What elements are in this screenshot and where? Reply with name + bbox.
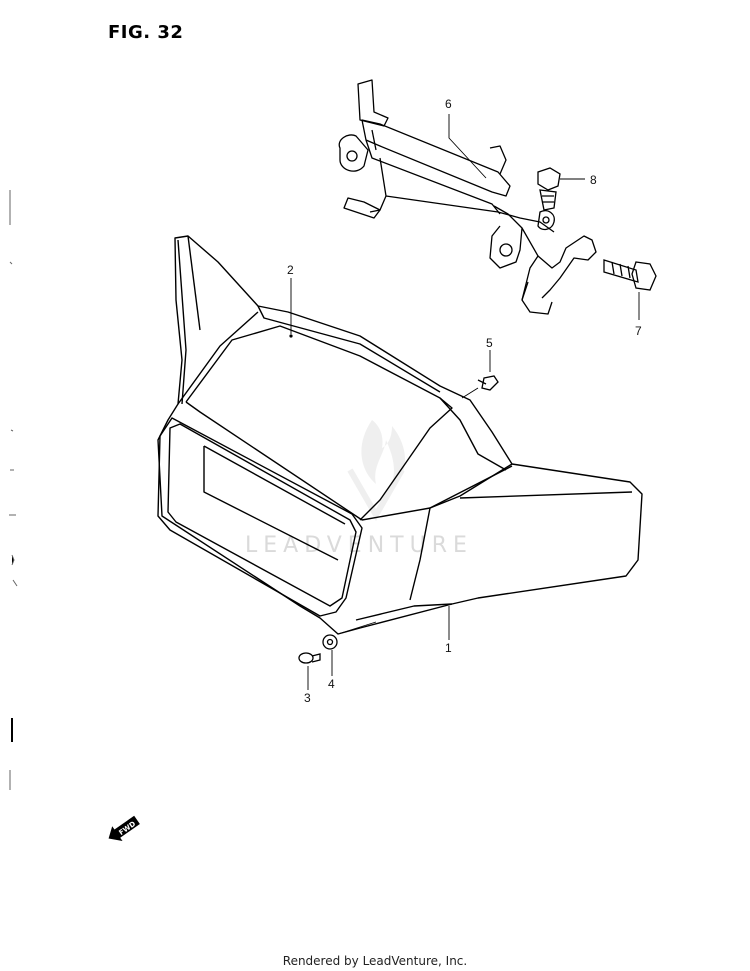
parts-diagram: LEADVENTURE [9, 79, 657, 842]
callout-8: 8 [590, 173, 597, 187]
callout-4: 4 [328, 677, 335, 691]
bolt-8 [537, 167, 561, 211]
callout-2: 2 [287, 263, 294, 277]
headlight-bracket [338, 79, 597, 315]
screw-5 [477, 375, 499, 391]
footer-credit: Rendered by LeadVenture, Inc. [282, 954, 468, 968]
callout-6: 6 [445, 97, 452, 111]
screw-3 [298, 652, 321, 664]
callout-5: 5 [486, 336, 493, 350]
part-2-marker [289, 334, 293, 338]
washer-4 [322, 634, 338, 650]
callout-3: 3 [304, 691, 311, 705]
fwd-arrow-icon: FWD [108, 815, 140, 842]
headlight-cowl [157, 235, 643, 635]
scan-margin-marks [9, 190, 18, 790]
bolt-7 [603, 259, 657, 291]
leader-lines [290, 114, 640, 690]
watermark-logo [347, 420, 406, 521]
figure-title: FIG. 32 [108, 22, 184, 43]
watermark-text: LEADVENTURE [245, 533, 473, 558]
callout-1: 1 [445, 641, 452, 655]
callout-7: 7 [635, 324, 642, 338]
